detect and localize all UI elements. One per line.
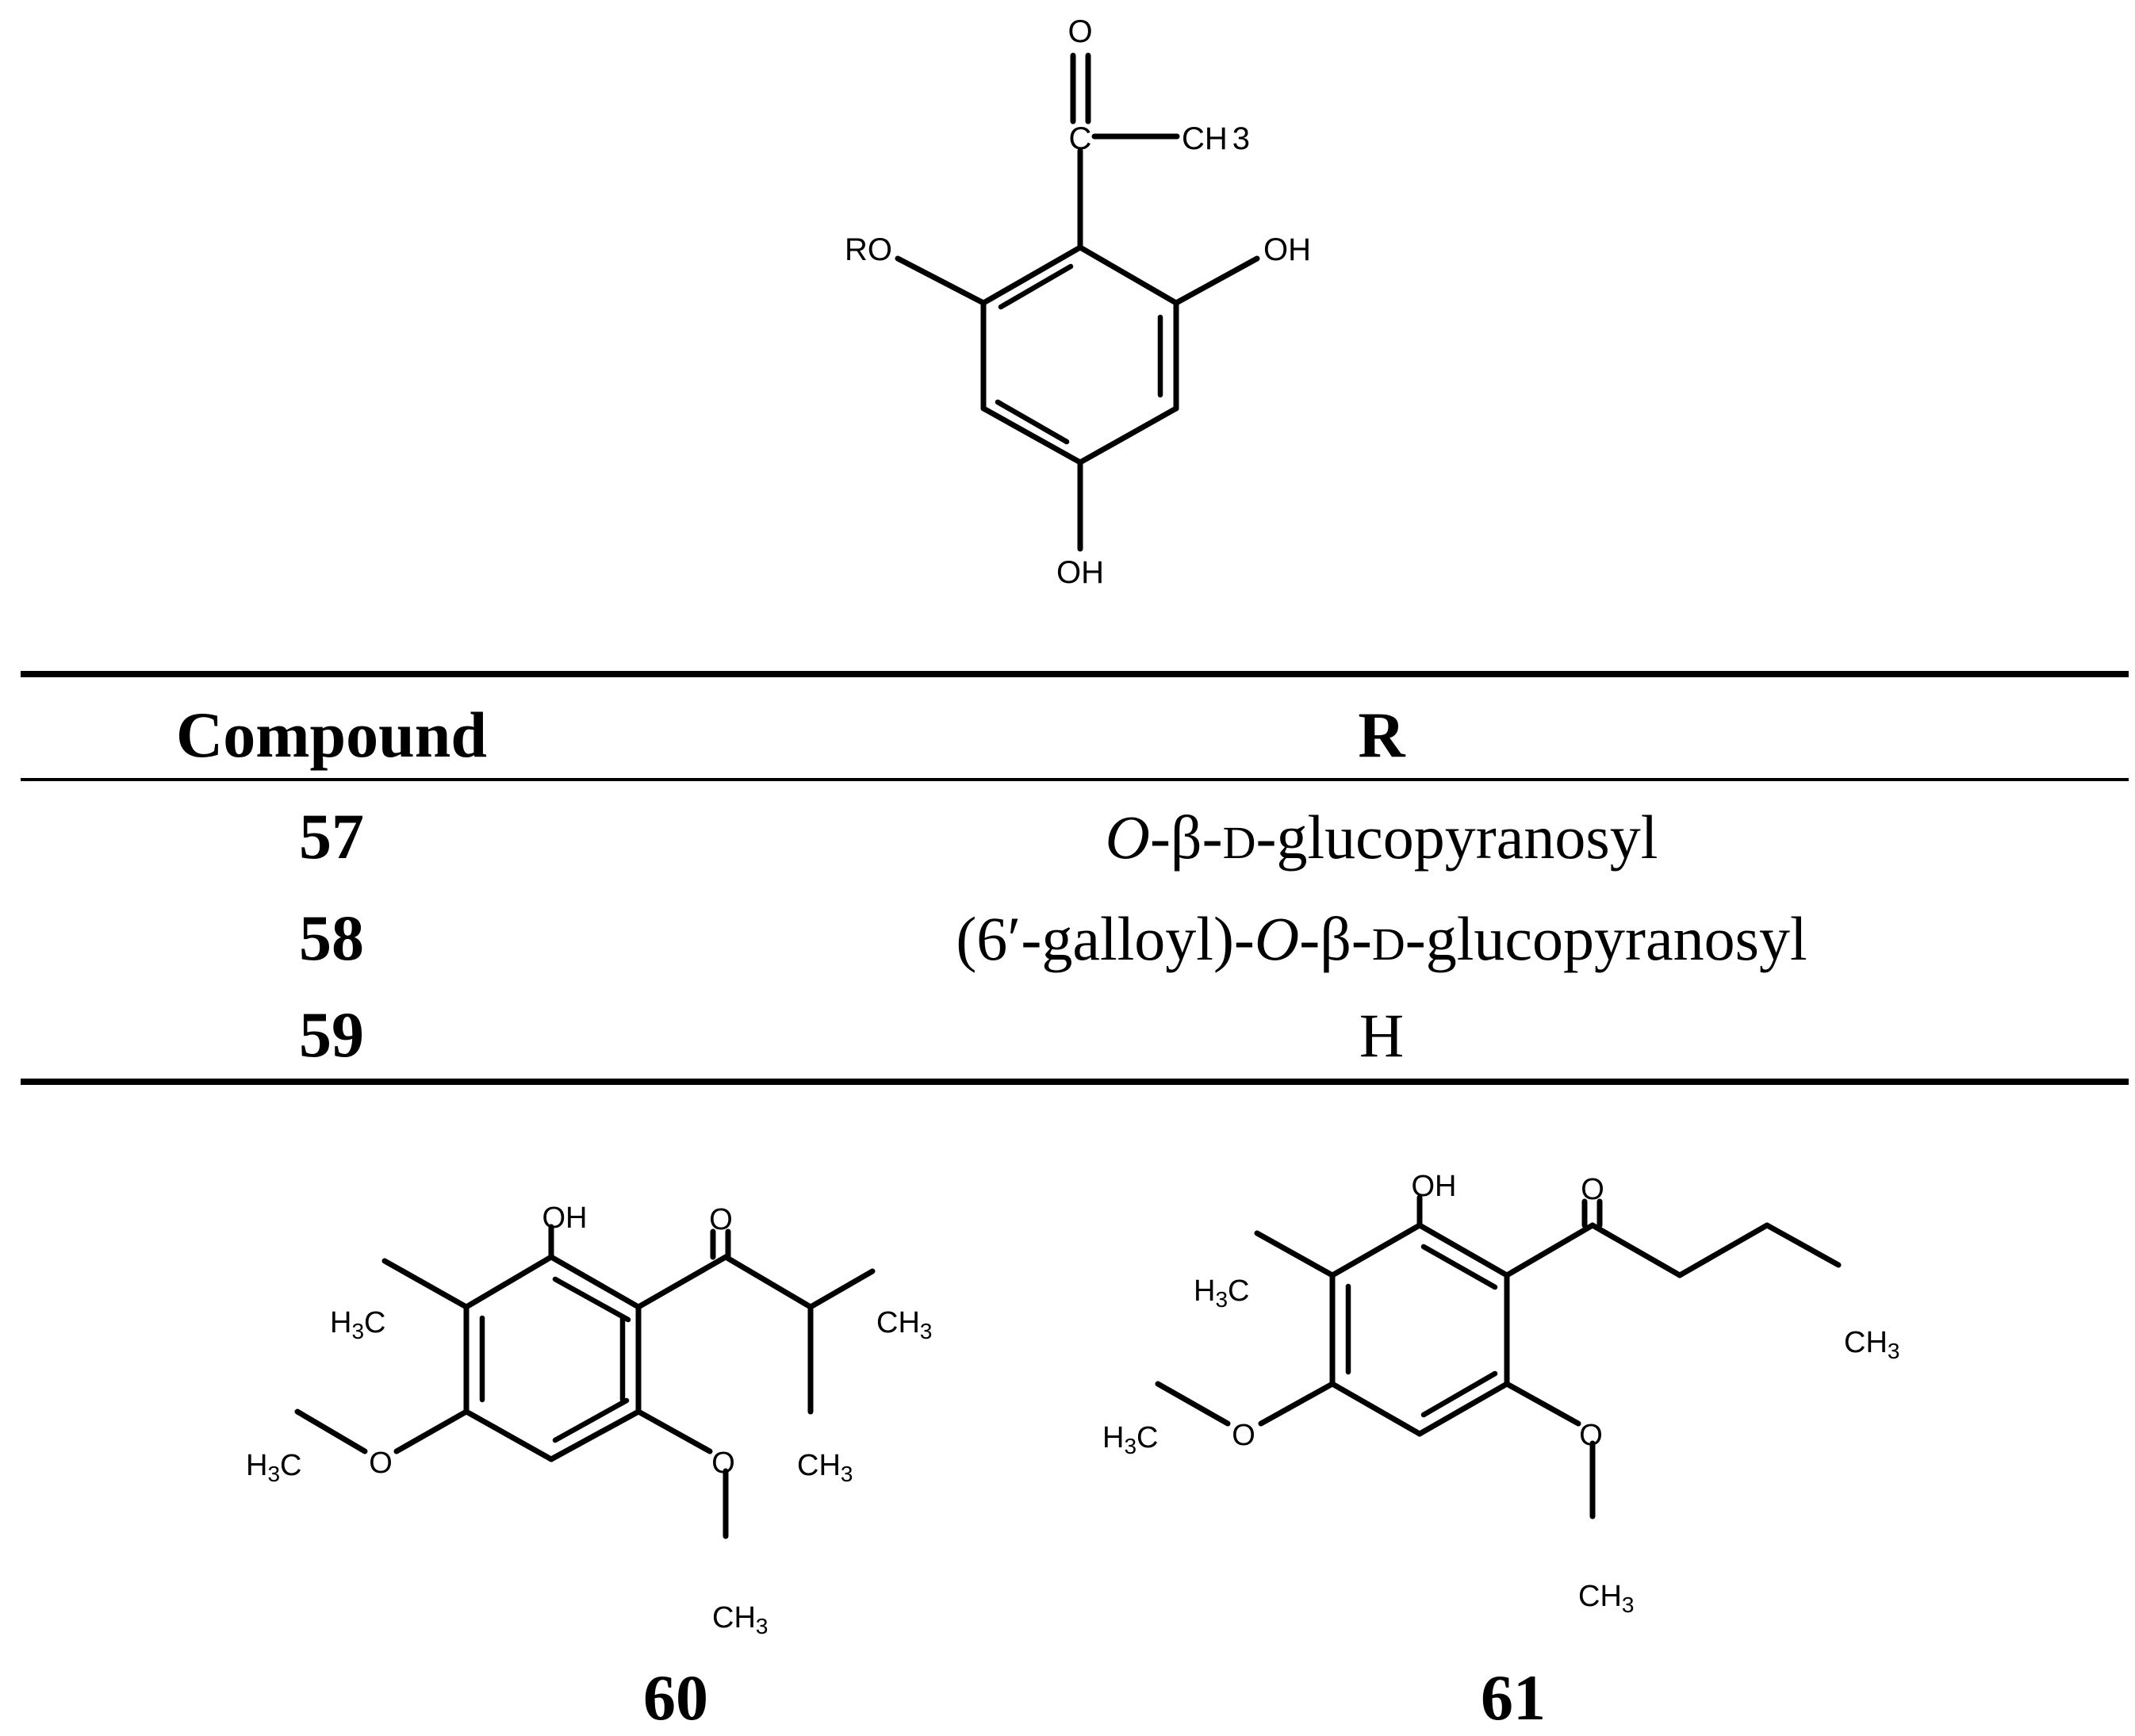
atom-butyl-methyl: CH3 (1844, 1326, 1899, 1363)
atom-carbonyl-oxygen: O (1581, 1173, 1604, 1206)
bond (1589, 1222, 1683, 1278)
bond (381, 1258, 470, 1310)
atom-methoxy-oxygen: O (1232, 1419, 1255, 1452)
bond (463, 1254, 554, 1310)
double-bond-inner (552, 1397, 630, 1443)
bond (1155, 1381, 1231, 1427)
table-header-r: R (1358, 699, 1405, 771)
bond (1416, 1222, 1510, 1278)
bond (895, 255, 987, 306)
double-bond-inner (1420, 1244, 1498, 1290)
double-bond-inner (1420, 1370, 1498, 1418)
bond (1258, 1381, 1336, 1427)
double-bond-inner (998, 263, 1074, 310)
atom-methoxy-methyl: CH3 (1578, 1580, 1634, 1617)
bond (1077, 244, 1179, 306)
table-cell-compound: 59 (299, 998, 364, 1071)
bond (1254, 1230, 1336, 1278)
bond (548, 1254, 642, 1310)
bond (1764, 1222, 1842, 1268)
atom-oh-bottom: OH (1056, 555, 1104, 590)
compound-label-61: 61 (1481, 1661, 1546, 1734)
bond (980, 244, 1083, 306)
atom-ro: RO (845, 232, 892, 267)
atom-carbonyl-oxygen: O (709, 1203, 733, 1236)
bond (1173, 255, 1260, 306)
double-bond-inner (552, 1276, 631, 1323)
substituent-table: Compound R 57 O-β-D-glucopyranosyl 58 (6… (21, 671, 2129, 1085)
bond (980, 405, 1083, 466)
table-cell-compound: 57 (299, 800, 364, 872)
table-cell-compound: 58 (299, 902, 364, 974)
atom-oh-right: OH (1263, 232, 1311, 267)
bond (1329, 1222, 1423, 1278)
atom-methoxy-oxygen: O (1579, 1419, 1603, 1452)
bond (548, 1408, 642, 1462)
table-cell-r: O-β-D-glucopyranosyl (1106, 803, 1658, 872)
bond (723, 1254, 814, 1310)
atom-isopropyl-methyl: CH3 (876, 1306, 932, 1343)
table-cell-r: (6′-galloyl)-O-β-D-glucopyranosyl (956, 904, 1807, 973)
bond (1077, 405, 1179, 466)
bond (1504, 1222, 1596, 1278)
double-bond-inner (995, 399, 1070, 445)
bond (463, 1408, 554, 1462)
bond (1416, 1381, 1510, 1437)
atom-methoxy-methyl: H3C (246, 1449, 301, 1486)
atom-oh: OH (1412, 1170, 1457, 1203)
bond (294, 1408, 368, 1454)
bond (635, 1408, 713, 1454)
atom-oh: OH (542, 1201, 588, 1235)
atom-methoxy-methyl: H3C (1102, 1421, 1158, 1458)
bond (1677, 1222, 1770, 1278)
atom-carbonyl-carbon: C (1069, 121, 1092, 156)
table-cell-r: H (1359, 1001, 1404, 1070)
atom-carbonyl-oxygen: O (1068, 14, 1092, 49)
bond (635, 1254, 729, 1310)
atom-methoxy-methyl: CH3 (712, 1601, 768, 1638)
structure-60: OH O H3C CH3 CH3 H3C O O CH3 60 (246, 1201, 932, 1734)
atom-methoxy-oxygen: O (711, 1447, 735, 1480)
bond (1504, 1381, 1581, 1427)
atom-methyl: H3C (330, 1306, 385, 1343)
bond (807, 1268, 876, 1310)
atom-isopropyl-methyl: CH3 (797, 1449, 853, 1486)
compound-label-60: 60 (643, 1661, 708, 1734)
bond (393, 1408, 470, 1454)
structure-61: OH O H3C CH3 H3C O O CH3 61 (1102, 1170, 1899, 1734)
atom-methoxy-oxygen: O (369, 1447, 393, 1480)
table-header-compound: Compound (176, 699, 487, 771)
bond (1329, 1381, 1423, 1437)
atom-methyl: H3C (1194, 1274, 1249, 1312)
